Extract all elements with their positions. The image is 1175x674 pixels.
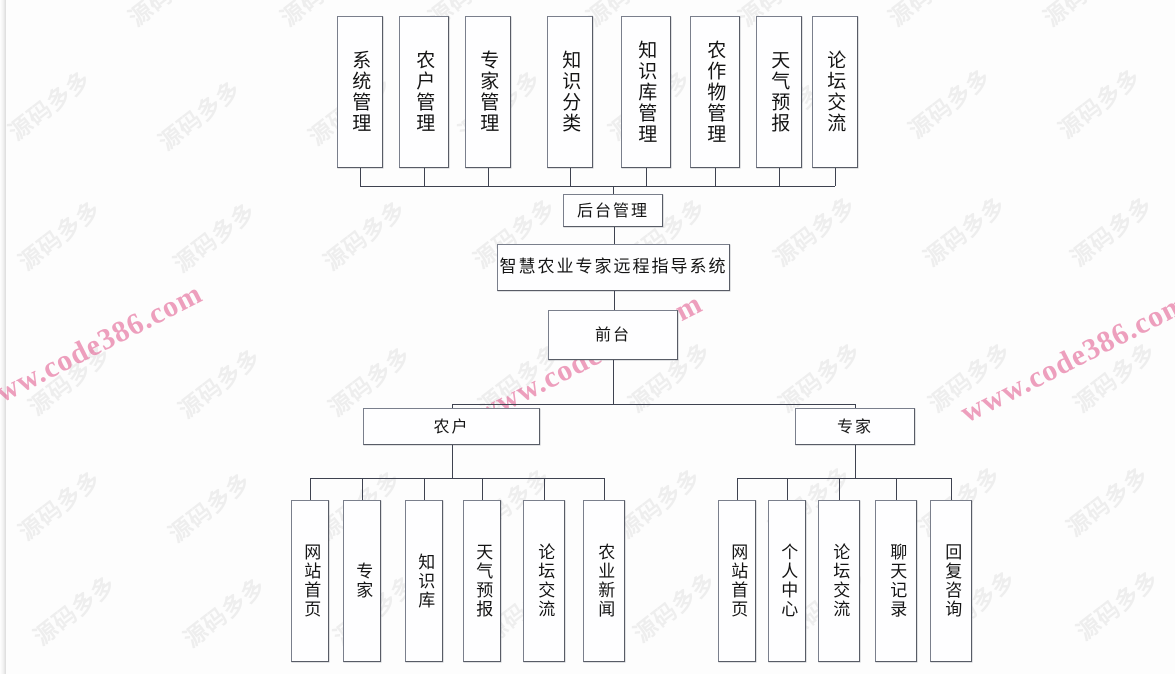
connector-backend-stem-0 bbox=[360, 168, 361, 186]
node-backend-child-3: 知识分类 bbox=[547, 16, 593, 168]
connector-expert-bus bbox=[737, 478, 951, 479]
node-backend-child-3-label: 知识分类 bbox=[559, 50, 582, 134]
node-farmer-child-5-label: 农业新闻 bbox=[594, 543, 615, 619]
node-backend-child-5: 农作物管理 bbox=[690, 16, 740, 168]
node-farmer-child-3-label: 天气预报 bbox=[472, 543, 493, 619]
connector-frontend-to-expert bbox=[855, 404, 856, 408]
node-expert-child-4: 回复咨询 bbox=[930, 500, 972, 662]
node-expert-child-0: 网站首页 bbox=[718, 500, 756, 662]
connector-farmer-bus bbox=[310, 478, 604, 479]
page-edge-gutter bbox=[0, 0, 6, 674]
connector-backend-stem-1 bbox=[424, 168, 425, 186]
node-root-system-label: 智慧农业专家远程指导系统 bbox=[499, 257, 728, 278]
node-expert-child-2: 论坛交流 bbox=[818, 500, 860, 662]
node-expert-child-2-label: 论坛交流 bbox=[829, 543, 850, 619]
node-branch-farmer-label: 农户 bbox=[433, 416, 470, 436]
connector-farmer-stem-3 bbox=[482, 478, 483, 500]
node-farmer-child-1-label: 专家 bbox=[352, 562, 373, 600]
node-branch-expert: 专家 bbox=[795, 408, 915, 445]
node-farmer-child-0-label: 网站首页 bbox=[300, 543, 321, 619]
node-farmer-child-0: 网站首页 bbox=[291, 500, 329, 662]
connector-backend-stem-3 bbox=[570, 168, 571, 186]
connector-expert-stem-3 bbox=[896, 478, 897, 500]
connector-expert-stem-1 bbox=[787, 478, 788, 500]
node-branch-farmer: 农户 bbox=[363, 408, 540, 445]
node-expert-child-1: 个人中心 bbox=[768, 500, 806, 662]
node-farmer-child-5: 农业新闻 bbox=[583, 500, 625, 662]
node-root-system: 智慧农业专家远程指导系统 bbox=[497, 244, 730, 291]
connector-expert-stem-2 bbox=[839, 478, 840, 500]
node-backend-child-2: 专家管理 bbox=[465, 16, 511, 168]
node-expert-child-4-label: 回复咨询 bbox=[941, 543, 962, 619]
connector-root-to-backend bbox=[614, 227, 615, 244]
connector-farmer-stem-4 bbox=[544, 478, 545, 500]
connector-farmer-stem-1 bbox=[362, 478, 363, 500]
node-backend-label: 后台管理 bbox=[576, 200, 649, 220]
node-backend-child-4: 知识库管理 bbox=[621, 16, 671, 168]
node-backend-child-1: 农户管理 bbox=[399, 16, 449, 168]
node-backend-child-1-label: 农户管理 bbox=[413, 50, 436, 134]
node-expert-child-1-label: 个人中心 bbox=[777, 543, 798, 619]
node-backend-child-0-label: 系统管理 bbox=[349, 50, 372, 134]
connector-backend-stem-6 bbox=[779, 168, 780, 186]
node-expert-child-0-label: 网站首页 bbox=[727, 543, 748, 619]
connector-backend-stem-2 bbox=[488, 168, 489, 186]
connector-backend-to-bus bbox=[613, 186, 614, 194]
connector-farmer-stem-0 bbox=[310, 478, 311, 500]
node-farmer-child-2-label: 知识库 bbox=[414, 552, 435, 610]
node-expert-child-3-label: 聊天记录 bbox=[886, 543, 907, 619]
connector-expert-stem-0 bbox=[737, 478, 738, 500]
node-farmer-child-1: 专家 bbox=[343, 500, 381, 662]
node-backend-child-2-label: 专家管理 bbox=[477, 50, 500, 134]
node-backend: 后台管理 bbox=[563, 194, 663, 227]
node-expert-child-3: 聊天记录 bbox=[875, 500, 917, 662]
connector-root-to-frontend bbox=[614, 291, 615, 310]
node-backend-child-6-label: 天气预报 bbox=[768, 50, 791, 134]
node-frontend: 前台 bbox=[548, 310, 678, 360]
connector-frontend-to-farmer bbox=[452, 404, 453, 408]
connector-expert-stem-4 bbox=[951, 478, 952, 500]
node-farmer-child-2: 知识库 bbox=[405, 500, 443, 662]
connector-backend-stem-4 bbox=[646, 168, 647, 186]
page-edge-line bbox=[5, 0, 6, 674]
connector-backend-stem-7 bbox=[835, 168, 836, 186]
connector-backend-bus bbox=[360, 186, 835, 187]
connector-farmer-to-bus bbox=[452, 445, 453, 478]
node-backend-child-5-label: 农作物管理 bbox=[704, 39, 727, 145]
node-backend-child-7-label: 论坛交流 bbox=[824, 50, 847, 134]
node-farmer-child-4-label: 论坛交流 bbox=[534, 543, 555, 619]
connector-expert-to-bus bbox=[855, 445, 856, 478]
node-farmer-child-4: 论坛交流 bbox=[523, 500, 565, 662]
node-frontend-label: 前台 bbox=[594, 325, 631, 345]
connector-farmer-stem-5 bbox=[604, 478, 605, 500]
node-backend-child-7: 论坛交流 bbox=[812, 16, 858, 168]
node-backend-child-4-label: 知识库管理 bbox=[635, 39, 658, 145]
connector-farmer-stem-2 bbox=[424, 478, 425, 500]
connector-backend-stem-5 bbox=[715, 168, 716, 186]
node-branch-expert-label: 专家 bbox=[836, 416, 873, 436]
node-backend-child-0: 系统管理 bbox=[337, 16, 383, 168]
connector-frontend-bus bbox=[452, 404, 855, 405]
node-backend-child-6: 天气预报 bbox=[756, 16, 802, 168]
connector-frontend-stem bbox=[613, 360, 614, 404]
node-farmer-child-3: 天气预报 bbox=[463, 500, 501, 662]
